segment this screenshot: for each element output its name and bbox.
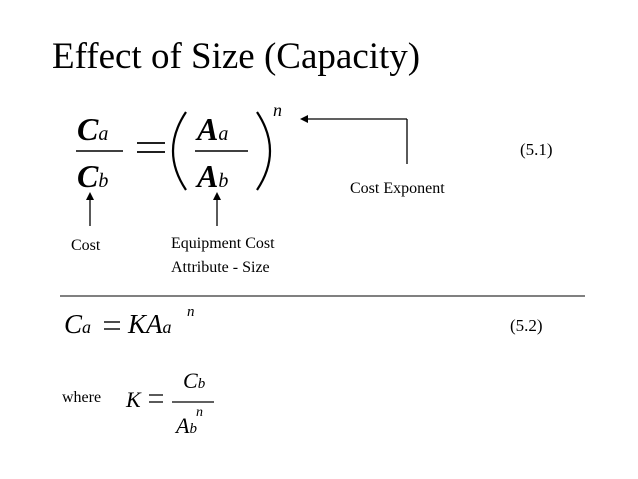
where-denominator: Ab (176, 413, 197, 438)
attribute-size-label: Attribute - Size (171, 259, 270, 276)
eq1-lhs-numerator: Ca (77, 111, 109, 147)
equipment-cost-label: Equipment Cost (171, 235, 275, 252)
eq1-number: (5.1) (520, 140, 553, 159)
eq1-lhs-denominator: Cb (77, 158, 109, 194)
slide-title: Effect of Size (Capacity) (52, 36, 421, 77)
cost-label: Cost (71, 237, 101, 254)
cost-arrowhead (86, 192, 94, 200)
eq1-rhs-denominator: Ab (197, 158, 229, 194)
right-parenthesis (256, 111, 272, 191)
where-numerator: Cb (183, 368, 206, 393)
where-k: K (126, 387, 141, 412)
eq2-number: (5.2) (510, 316, 543, 335)
where-exponent: n (196, 405, 203, 420)
equipment-arrowhead (213, 192, 221, 200)
eq2-exponent: n (187, 304, 195, 320)
where-label: where (62, 389, 102, 406)
exponent-arrowhead (300, 115, 308, 123)
eq2-rhs: KAa (128, 309, 172, 339)
eq1-rhs-numerator: Aa (197, 111, 229, 147)
eq2-lhs: Ca (64, 309, 92, 339)
left-parenthesis (171, 111, 187, 191)
cost-exponent-label: Cost Exponent (350, 180, 445, 197)
eq1-exponent: n (273, 100, 282, 120)
